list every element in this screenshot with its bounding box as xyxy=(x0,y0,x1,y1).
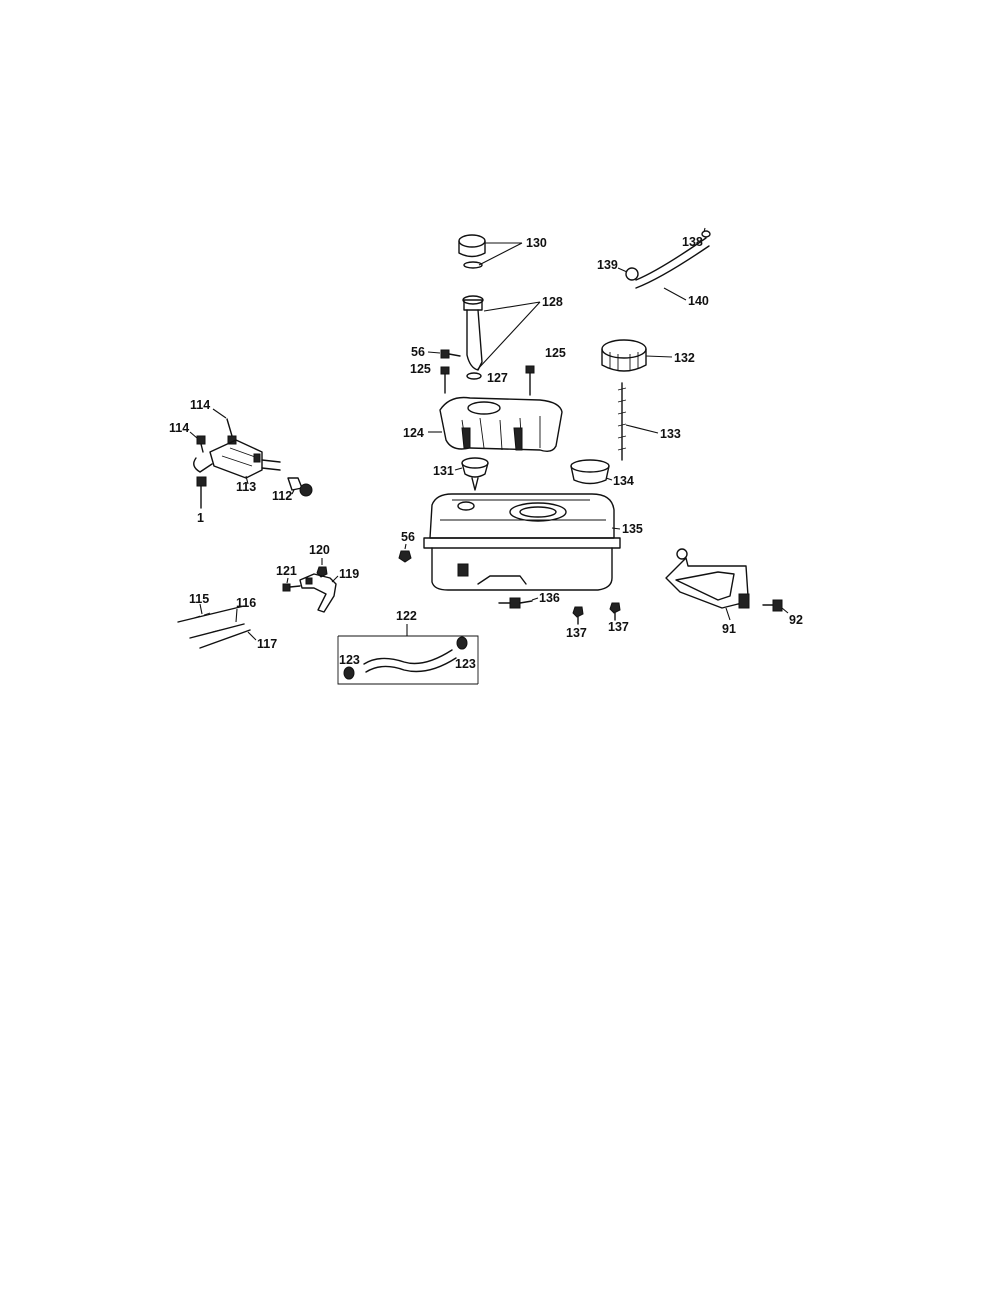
callout-119: 119 xyxy=(339,567,359,581)
bolt-1-part xyxy=(196,476,207,509)
callout-125-right: 125 xyxy=(545,346,566,360)
callout-128: 128 xyxy=(542,295,563,309)
callout-137-right: 137 xyxy=(608,620,629,634)
bolt-114-lower-part xyxy=(196,435,206,453)
clamp-139-part xyxy=(625,267,639,281)
callout-115: 115 xyxy=(189,592,209,606)
callout-116: 116 xyxy=(236,596,256,610)
hose-clamp-123-left-part xyxy=(343,666,355,680)
nut-56-part xyxy=(398,550,412,563)
cable-117-part xyxy=(199,629,251,649)
bolt-125-left-part xyxy=(440,366,450,394)
callout-132: 132 xyxy=(674,351,695,365)
cable-116-part xyxy=(189,623,245,639)
control-bracket-113-part xyxy=(193,439,281,479)
callout-123-left: 123 xyxy=(339,653,360,667)
callout-1: 1 xyxy=(197,511,204,525)
callout-92: 92 xyxy=(789,613,803,627)
callout-130: 130 xyxy=(526,236,547,250)
callout-135: 135 xyxy=(622,522,643,536)
callout-136: 136 xyxy=(539,591,560,605)
callout-56: 56 xyxy=(411,345,425,359)
tank-shroud-124-part xyxy=(439,396,563,453)
knob-112-part xyxy=(287,477,313,497)
callout-140: 140 xyxy=(688,294,709,308)
clamp-138-part xyxy=(701,230,711,238)
nut-120-part xyxy=(316,566,328,578)
filler-cap-part xyxy=(458,234,486,269)
callout-134: 134 xyxy=(613,474,634,488)
hose-clamp-123-right-part xyxy=(456,636,468,650)
callout-133: 133 xyxy=(660,427,681,441)
callout-114-upper: 114 xyxy=(190,398,210,412)
fuel-tank-135-part xyxy=(423,493,621,591)
vent-131-part xyxy=(461,457,489,491)
callout-138: 138 xyxy=(682,235,703,249)
callout-91: 91 xyxy=(722,622,736,636)
callout-137-left: 137 xyxy=(566,626,587,640)
callout-120: 120 xyxy=(309,543,330,557)
callout-127: 127 xyxy=(487,371,508,385)
callout-114-lower: 114 xyxy=(169,421,189,435)
callout-122: 122 xyxy=(396,609,417,623)
cable-115-part xyxy=(177,605,245,623)
fuel-valve-136-part xyxy=(498,597,533,609)
callout-125-left: 125 xyxy=(410,362,431,376)
screw-121-part xyxy=(282,583,301,592)
hose-kit-122-box xyxy=(337,635,479,685)
strainer-133-part xyxy=(617,382,627,461)
callout-56-lower: 56 xyxy=(401,530,415,544)
callout-139: 139 xyxy=(597,258,618,272)
bracket-91-part xyxy=(665,548,750,609)
nut-137-right-part xyxy=(609,602,621,621)
callout-123-right: 123 xyxy=(455,657,476,671)
callout-112: 112 xyxy=(272,489,292,503)
bolt-125-right-part xyxy=(525,365,535,396)
fuel-line-140-part xyxy=(635,237,710,289)
filter-134-part xyxy=(570,459,610,485)
nut-137-left-part xyxy=(572,606,584,625)
tank-cap-132-part xyxy=(601,339,647,372)
callout-121: 121 xyxy=(276,564,297,578)
filler-neck-part xyxy=(462,295,484,380)
callout-131: 131 xyxy=(433,464,454,478)
callout-113: 113 xyxy=(236,480,256,494)
bolt-56-part xyxy=(440,349,461,359)
lever-119-part xyxy=(299,573,337,613)
bolt-92-part xyxy=(762,599,783,612)
fuel-hose-122-part xyxy=(363,649,457,673)
callout-124: 124 xyxy=(403,426,424,440)
callout-117: 117 xyxy=(257,637,277,651)
